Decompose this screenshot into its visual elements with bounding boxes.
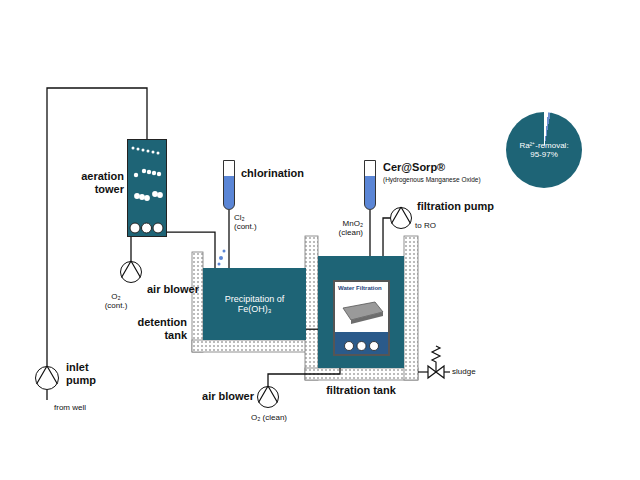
removal-pie: Ra²⁺-removal: 95-97% (506, 112, 582, 188)
diffuser (142, 223, 152, 233)
bubble (134, 173, 138, 177)
node-note: MnO₂ (clean) (331, 219, 363, 237)
node-heading: aeration tower (70, 170, 124, 195)
bubble (152, 191, 158, 197)
tank-walls (192, 236, 418, 380)
bubble (152, 171, 156, 175)
air-bubbles (128, 140, 165, 235)
node-note: O₂ (clean) (250, 413, 288, 422)
bubble (144, 195, 150, 201)
cassette-side (351, 312, 383, 324)
dosing-tube: Cer@Sorp®(Hydrogenous Manganese Oxide)Mn… (364, 160, 376, 210)
aeration-tower: aeration tower (127, 139, 167, 237)
node-note: from well (54, 403, 86, 412)
diffuser (370, 342, 379, 351)
node-heading: Water Filtration (338, 285, 382, 292)
pipe-connector (383, 218, 390, 256)
node-note: Precipitation of Fe(OH)₃ (209, 294, 301, 315)
diffuser (130, 223, 140, 233)
node-heading: air blower (147, 283, 199, 296)
inlet-pump: inlet pumpfrom well (35, 366, 59, 390)
bubble (132, 147, 135, 150)
detention-tank: detention tankPrecipitation of Fe(OH)₃ (203, 268, 306, 340)
pump-symbols (37, 207, 411, 403)
bubble (142, 149, 145, 152)
pipe-connector (47, 88, 147, 366)
node-heading: chlorination (241, 167, 304, 180)
pipe-connector (268, 368, 340, 386)
diffuser (357, 342, 366, 351)
node-note: Cl₂ (cont.) (234, 213, 264, 231)
filtration-tank: Water Filtrationfiltration tank (318, 256, 404, 368)
well-pipe (46, 390, 47, 400)
diffuser (345, 342, 354, 351)
membrane-cassette (335, 282, 388, 354)
dosing-tube: chlorinationCl₂ (cont.) (223, 160, 235, 210)
outlet-label: sludge (452, 367, 476, 376)
bubble (142, 169, 146, 173)
node-heading: air blower (194, 390, 254, 403)
aerator-zone (335, 332, 388, 354)
node-heading: detention tank (127, 316, 187, 341)
bubble (157, 152, 160, 155)
node-note: (Hydrogenous Manganese Oxide) (383, 176, 481, 183)
diffuser (153, 223, 163, 233)
pipe-connector (228, 210, 229, 268)
chlorine-bubbles (218, 250, 226, 266)
node-heading: filtration tank (308, 384, 414, 397)
node-note: O₂ (cont.) (99, 292, 133, 310)
node-heading: inlet pump (66, 361, 102, 386)
bubble (157, 192, 163, 198)
node-heading: Cer@Sorp® (383, 161, 445, 174)
node-note: Ra²⁺-removal: 95-97% (516, 141, 572, 159)
bubble (139, 194, 145, 200)
bubble (137, 148, 140, 151)
bubble (152, 151, 155, 154)
bubble (147, 150, 150, 153)
pipe-connector (130, 237, 131, 261)
sludge-valve (418, 346, 450, 378)
bubble (134, 193, 140, 199)
node-heading: filtration pump (417, 200, 494, 213)
pipe-connector (167, 232, 215, 268)
bubble (157, 172, 161, 176)
pipe-connector (306, 329, 318, 330)
bubble (147, 170, 151, 174)
filter-module: Water Filtration (333, 280, 390, 356)
filtration-pump: filtration pumpto RO (390, 207, 412, 229)
pipe-connector (369, 210, 370, 256)
air-blower: air blowerO₂ (cont.) (120, 261, 142, 283)
node-note: to RO (415, 221, 436, 230)
air-blower: air blowerO₂ (clean) (257, 386, 279, 408)
